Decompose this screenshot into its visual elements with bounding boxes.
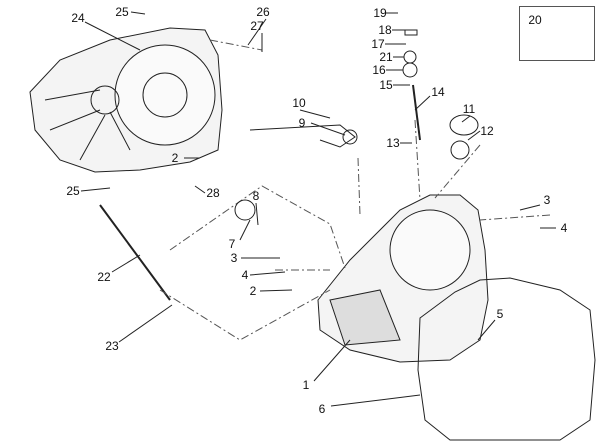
part-label-19[interactable]: 19 (373, 6, 387, 20)
part-label-3b[interactable]: 3 (230, 251, 238, 265)
part-label-22[interactable]: 22 (97, 270, 111, 284)
part-label-18[interactable]: 18 (378, 23, 392, 37)
part-label-9[interactable]: 9 (298, 116, 306, 130)
part-label-1[interactable]: 1 (302, 378, 310, 392)
part-label-24[interactable]: 24 (71, 11, 85, 25)
part-label-2b[interactable]: 2 (249, 284, 257, 298)
part-label-27[interactable]: 27 (250, 19, 264, 33)
part-label-2a[interactable]: 2 (171, 151, 179, 165)
part-label-26[interactable]: 26 (256, 5, 270, 19)
part-label-10[interactable]: 10 (292, 96, 306, 110)
part-label-25b[interactable]: 25 (66, 184, 80, 198)
part-label-12[interactable]: 12 (480, 124, 494, 138)
part-label-5[interactable]: 5 (496, 307, 504, 321)
part-label-16[interactable]: 16 (372, 63, 386, 77)
gasket (417, 277, 596, 441)
part-20-inset-box (519, 6, 595, 61)
part-label-23[interactable]: 23 (105, 339, 119, 353)
part-label-15[interactable]: 15 (379, 78, 393, 92)
part-label-7[interactable]: 7 (228, 237, 236, 251)
part-label-11[interactable]: 11 (462, 102, 476, 116)
part-label-25a[interactable]: 25 (115, 5, 129, 19)
part-label-4a[interactable]: 4 (560, 221, 568, 235)
part-label-17[interactable]: 17 (371, 37, 385, 51)
part-label-6[interactable]: 6 (318, 402, 326, 416)
part-label-13[interactable]: 13 (386, 136, 400, 150)
part-label-3a[interactable]: 3 (543, 193, 551, 207)
part-label-8[interactable]: 8 (252, 189, 260, 203)
part-label-20[interactable]: 20 (528, 13, 542, 27)
part-label-14[interactable]: 14 (431, 85, 445, 99)
part-label-21[interactable]: 21 (379, 50, 393, 64)
part-label-28[interactable]: 28 (206, 186, 220, 200)
part-label-4b[interactable]: 4 (241, 268, 249, 282)
